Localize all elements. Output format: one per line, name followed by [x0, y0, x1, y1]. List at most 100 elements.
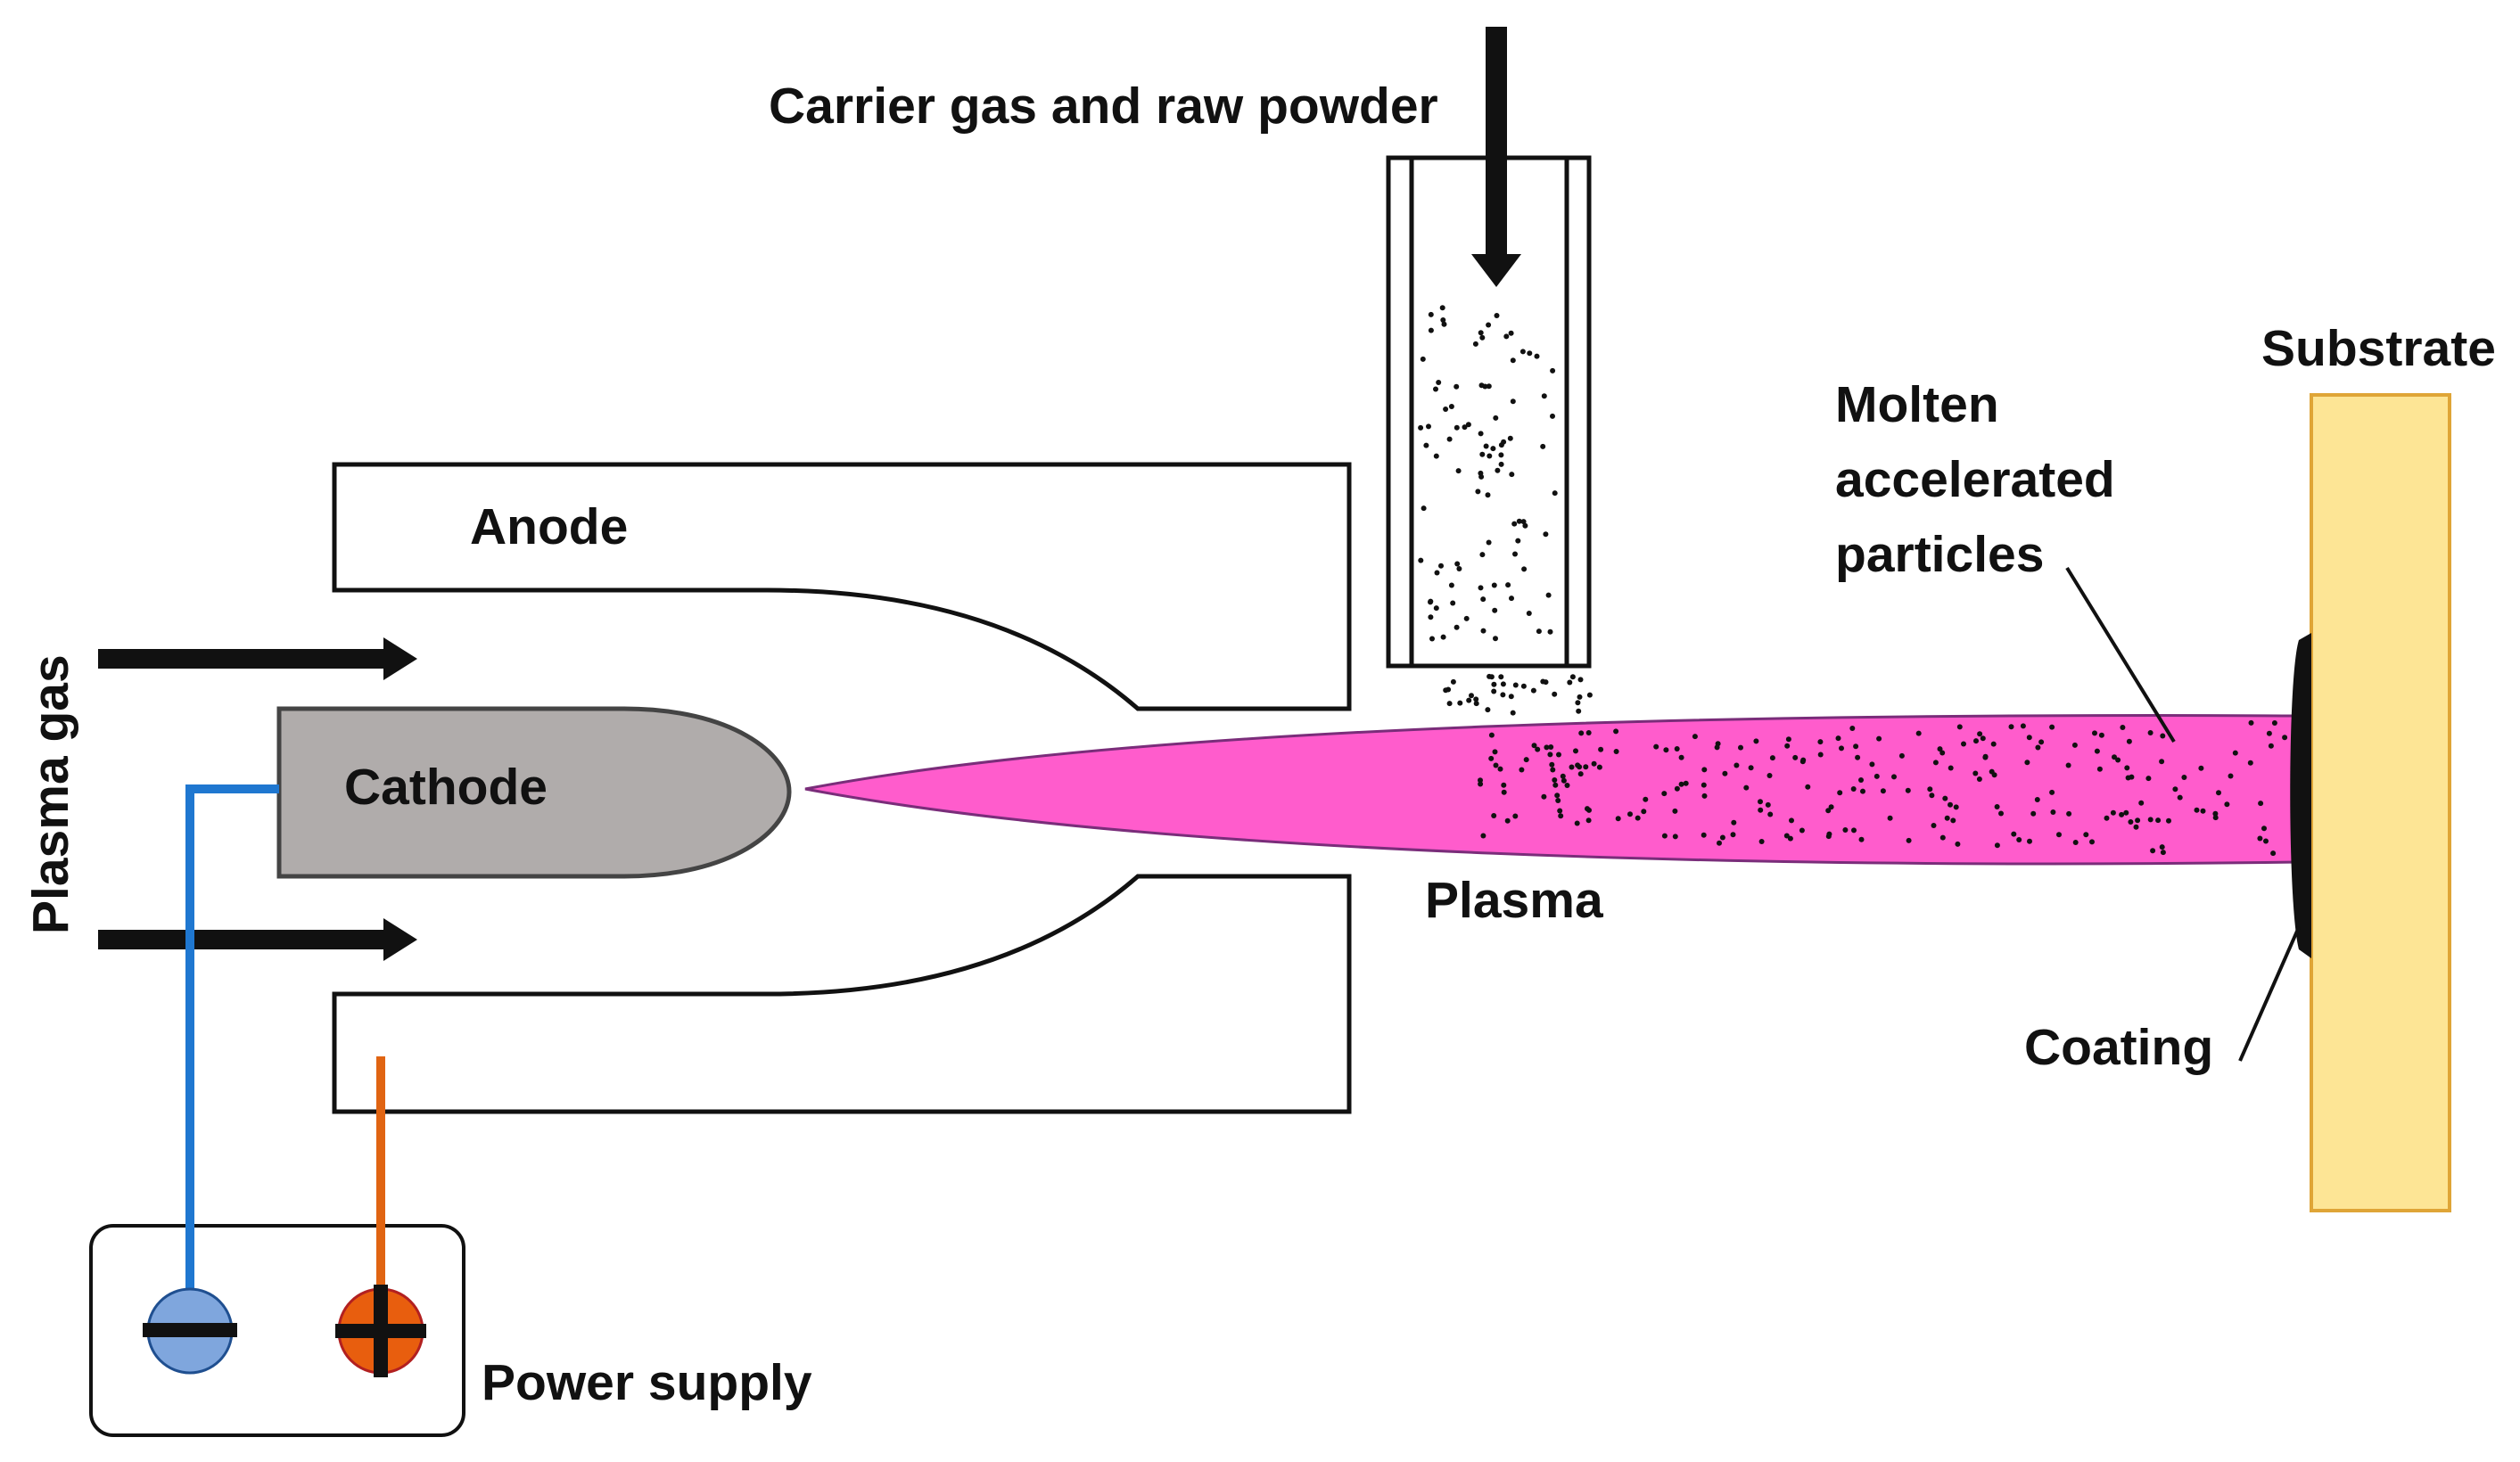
molten-particle: [2266, 730, 2272, 736]
powder-particle: [1543, 679, 1549, 686]
powder-particle: [1450, 600, 1456, 606]
molten-particle: [1990, 741, 1997, 747]
molten-particle: [2150, 848, 2156, 854]
molten-particle: [1887, 815, 1893, 821]
molten-particle: [2258, 801, 2264, 807]
powder-particle: [1491, 688, 1497, 694]
molten-particle: [2020, 723, 2026, 729]
powder-particle: [1498, 461, 1504, 467]
powder-particles-in-tube: [1418, 305, 1558, 642]
powder-particle: [1480, 628, 1486, 634]
powder-particle: [1485, 707, 1491, 713]
molten-particle: [2049, 724, 2055, 730]
molten-particle: [1569, 764, 1575, 770]
powder-particle: [1454, 383, 1460, 390]
molten-particle: [1497, 766, 1503, 772]
molten-particle: [2271, 720, 2277, 726]
power-supply-label: Power supply: [482, 1354, 812, 1411]
molten-particle: [1558, 813, 1564, 819]
powder-particle: [1440, 317, 1446, 323]
molten-particle: [1905, 787, 1911, 793]
molten-particle: [2066, 810, 2072, 817]
molten-particle: [2135, 817, 2141, 824]
carrier-gas-label: Carrier gas and raw powder: [769, 78, 1438, 135]
plasma-gas-arrow-lower: [98, 918, 417, 961]
molten-particle: [1850, 786, 1857, 792]
molten-particle: [1853, 743, 1859, 750]
powder-particle: [1434, 570, 1440, 576]
molten-particle: [1731, 819, 1737, 825]
powder-particle: [1522, 522, 1528, 529]
coating-label: Coating: [2024, 1019, 2213, 1076]
molten-particle: [2166, 817, 2171, 824]
powder-particle: [1448, 582, 1454, 588]
molten-particle: [1627, 811, 1633, 817]
powder-particle: [1527, 350, 1533, 357]
coating: [2290, 633, 2311, 958]
powder-particle: [1479, 451, 1486, 457]
molten-particle: [1860, 788, 1865, 794]
molten-particle: [1672, 834, 1678, 840]
powder-particle: [1485, 492, 1491, 498]
powder-particle: [1545, 592, 1552, 598]
molten-particle: [1583, 764, 1589, 770]
molten-particle: [1585, 730, 1592, 735]
molten-particle: [2160, 850, 2166, 856]
substrate: [2310, 393, 2451, 1212]
molten-particle: [1758, 839, 1765, 844]
molten-particle: [1701, 832, 1707, 838]
molten-particle: [2050, 809, 2056, 815]
powder-particle: [1509, 595, 1514, 602]
molten-particle: [1550, 767, 1556, 773]
molten-particle: [2034, 797, 2040, 802]
molten-particle: [2110, 809, 2116, 816]
molten-particle: [1683, 780, 1689, 786]
powder-particle: [1511, 521, 1518, 527]
molten-particle: [1855, 754, 1861, 760]
powder-particle: [1433, 605, 1439, 612]
molten-particle: [1915, 730, 1922, 736]
powder-particle: [1440, 634, 1446, 640]
molten-particle: [1948, 801, 1953, 808]
anode-upper-block: [332, 462, 1352, 711]
molten-particle: [1937, 746, 1943, 752]
powder-particle: [1541, 393, 1547, 399]
molten-particle: [2181, 775, 2187, 780]
molten-particle: [1641, 809, 1647, 815]
powder-particle: [1473, 701, 1479, 707]
molten-particle: [1953, 804, 1959, 810]
molten-particle: [2261, 825, 2267, 832]
molten-particle: [1874, 773, 1880, 779]
molten-particle: [1800, 757, 1807, 763]
powder-particle: [1465, 422, 1471, 428]
powder-particle: [1475, 489, 1481, 495]
molten-particle: [2224, 801, 2230, 808]
powder-particle: [1469, 693, 1474, 699]
powder-particle: [1478, 470, 1484, 476]
molten-particle: [1799, 827, 1805, 834]
powder-particle: [1508, 694, 1514, 700]
powder-particle: [1491, 582, 1497, 588]
molten-particle: [1944, 815, 1950, 821]
molten-particle: [1663, 747, 1669, 753]
molten-particle: [2198, 765, 2204, 771]
powder-particle: [1550, 413, 1555, 419]
powder-particle: [1534, 353, 1540, 359]
molten-particle: [2147, 730, 2154, 735]
molten-particle: [1839, 745, 1844, 752]
molten-particle: [2257, 835, 2263, 842]
molten-particle: [1653, 743, 1659, 750]
molten-particle: [1692, 734, 1698, 740]
molten-particle: [2212, 810, 2219, 817]
molten-particle: [1504, 817, 1511, 824]
molten-particle: [1929, 793, 1935, 799]
molten-particle: [1557, 808, 1563, 814]
molten-particle: [1769, 755, 1775, 761]
molten-particle: [2026, 735, 2032, 741]
powder-particle: [1490, 446, 1496, 452]
molten-particle: [2112, 754, 2117, 760]
molten-particle: [2119, 811, 2125, 817]
molten-particle: [2160, 733, 2166, 739]
molten-particle: [1784, 743, 1791, 749]
molten-particle: [1765, 801, 1771, 808]
